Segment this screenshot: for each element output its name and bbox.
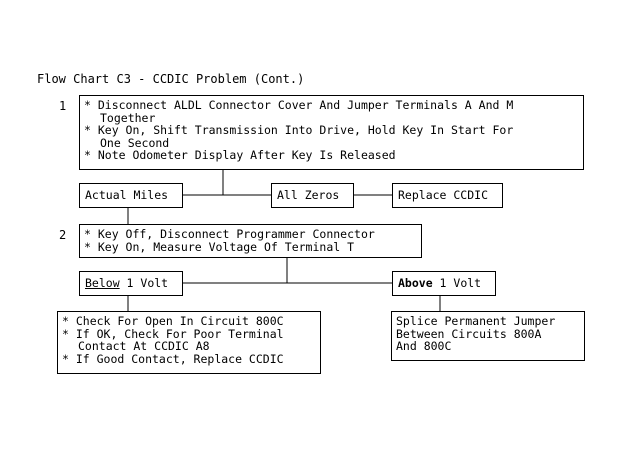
step-2-line: * Key On, Measure Voltage Of Terminal T [84, 239, 355, 254]
result-below-1-volt: Below 1 Volt [79, 271, 183, 296]
action-below-box: * Check For Open In Circuit 800C * If OK… [57, 311, 321, 374]
above-word: Above [398, 276, 433, 290]
result-actual-miles: Actual Miles [79, 183, 183, 208]
step-1-number: 1 [59, 99, 67, 113]
step-2-number: 2 [59, 228, 67, 242]
step-1-line: * Note Odometer Display After Key Is Rel… [84, 148, 396, 162]
step-1-box: * Disconnect ALDL Connector Cover And Ju… [79, 95, 584, 170]
below-rest: 1 Volt [119, 276, 169, 290]
step-1-line: Together [100, 110, 156, 125]
above-rest: 1 Volt [432, 276, 482, 290]
action-below-line: * If OK, Check For Poor Terminal [62, 326, 284, 341]
step-1-line: One Second [100, 135, 170, 150]
step-2-box: * Key Off, Disconnect Programmer Connect… [79, 224, 422, 258]
result-all-zeros: All Zeros [271, 183, 354, 208]
step-2-line: * Key Off, Disconnect Programmer Connect… [84, 227, 375, 241]
action-above-line: Between Circuits 800A [396, 326, 542, 341]
action-below-line: * If Good Contact, Replace CCDIC [62, 351, 284, 366]
below-word: Below [85, 276, 120, 290]
chart-title: Flow Chart C3 - CCDIC Problem (Cont.) [37, 72, 305, 86]
action-above-line: Splice Permanent Jumper [396, 314, 556, 328]
action-above-line: And 800C [396, 339, 452, 353]
action-above-box: Splice Permanent Jumper Between Circuits… [391, 311, 585, 361]
step-1-line: * Disconnect ALDL Connector Cover And Ju… [84, 98, 514, 112]
result-above-1-volt: Above 1 Volt [392, 271, 496, 296]
action-replace-ccdic: Replace CCDIC [392, 183, 503, 208]
step-1-line: * Key On, Shift Transmission Into Drive,… [84, 123, 514, 137]
action-below-line: Contact At CCDIC A8 [78, 339, 210, 353]
action-below-line: * Check For Open In Circuit 800C [62, 314, 284, 328]
